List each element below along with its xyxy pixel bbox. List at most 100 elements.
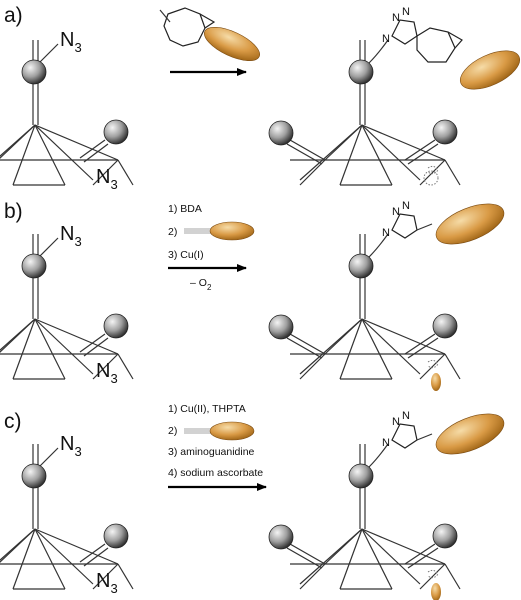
condition-step: 3) Cu(I): [168, 249, 204, 261]
cyclopropane-ring: [447, 31, 463, 49]
condition-step: 1) Cu(II), THPTA: [168, 403, 246, 415]
panel-label-0: a): [4, 4, 23, 27]
linker-bond: [368, 443, 389, 468]
condition-step: 2): [168, 425, 177, 437]
azide-label-top: N3: [60, 433, 82, 459]
double-bond: [404, 543, 436, 565]
right-sphere: [103, 523, 129, 549]
condition-step: 3) aminoguanidine: [168, 446, 255, 458]
condition-below-arrow: – O2: [190, 277, 212, 292]
azide-label-top: N3: [60, 29, 82, 55]
double-bond: [407, 337, 439, 359]
left-sphere: [268, 524, 294, 550]
right-sphere: [103, 119, 129, 145]
double-bond: [79, 543, 106, 563]
reagent-ellipsoid: [209, 221, 255, 241]
azide-bond: [39, 447, 59, 467]
reagent-ellipsoid: [204, 26, 260, 62]
triazole-bond: [416, 433, 433, 441]
double-bond: [83, 143, 109, 163]
top-sphere: [348, 253, 374, 279]
right-sphere: [103, 313, 129, 339]
triazole-n: N: [382, 33, 390, 45]
condition-step: 2): [168, 226, 177, 238]
cyclopropane-ring: [199, 13, 216, 29]
double-bond: [286, 143, 323, 165]
reaction-conditions-c: 1) Cu(II), THPTA 2) 3) aminoguanidine 4) so…: [168, 403, 267, 491]
left-sphere: [268, 314, 294, 340]
top-sphere: [21, 253, 47, 279]
triazole-n: N: [392, 416, 400, 428]
top-sphere: [348, 463, 374, 489]
cage-scaffold: [0, 443, 134, 590]
top-sphere: [21, 463, 47, 489]
triazole-bond: [416, 223, 433, 231]
cage-scaffold: [289, 443, 461, 590]
triazole-ring: [391, 213, 418, 239]
panel-label-1: b): [4, 200, 23, 223]
cage-scaffold: [289, 233, 461, 380]
reagent-cyclooctyne: [159, 7, 260, 62]
cyclooctyne-ring: [163, 7, 206, 47]
right-sphere: [432, 119, 458, 145]
double-bond: [286, 547, 323, 569]
triazole-ring: [391, 423, 418, 449]
double-bond: [289, 543, 326, 565]
double-bond: [289, 333, 326, 355]
condition-step: 1) BDA: [168, 203, 202, 215]
double-bond: [407, 547, 439, 569]
double-bond: [79, 139, 106, 159]
cyclooctane-ring: [416, 27, 456, 63]
double-bond: [286, 337, 323, 359]
right-sphere: [432, 313, 458, 339]
panel-label-2: c): [4, 410, 22, 433]
reaction-conditions-b: 1) BDA 2) 3) Cu(I) – O2: [168, 203, 255, 292]
dashed-fragment: [427, 165, 439, 175]
reagent-ellipsoid: [209, 421, 255, 441]
triazole-n: N: [402, 6, 410, 18]
triazole-n: N: [402, 200, 410, 212]
azide-label-bottom: N3: [96, 166, 118, 192]
azide-bond: [39, 237, 59, 257]
triazole-n: N: [382, 227, 390, 239]
partial-ellipsoid: [431, 583, 441, 600]
attached-ellipsoid: [460, 50, 520, 90]
double-bond: [407, 143, 439, 165]
top-sphere: [348, 59, 374, 85]
triazole-n: N: [402, 410, 410, 422]
dashed-fragment: [427, 569, 439, 579]
left-sphere: [268, 120, 294, 146]
triazole-ring: [391, 19, 418, 45]
condition-step: 4) sodium ascorbate: [168, 467, 263, 479]
alkyne-stub: [159, 9, 171, 23]
double-bond: [289, 139, 326, 161]
double-bond: [83, 337, 109, 357]
partial-ellipsoid: [431, 373, 441, 391]
azide-label-bottom: N3: [96, 360, 118, 386]
azide-label-top: N3: [60, 223, 82, 249]
linker-bond: [368, 233, 389, 258]
cage-scaffold: [0, 233, 134, 380]
top-sphere: [21, 59, 47, 85]
linker-bond: [368, 39, 389, 64]
triazole-n: N: [392, 12, 400, 24]
triazole-n: N: [382, 437, 390, 449]
azide-bond: [39, 43, 59, 63]
double-bond: [404, 139, 436, 161]
alkyne-reagent: [184, 421, 255, 441]
azide-label-bottom: N3: [96, 570, 118, 596]
attached-ellipsoid: [435, 203, 505, 245]
dashed-ring: [423, 170, 439, 186]
attached-ellipsoid: [435, 413, 505, 455]
dashed-fragment: [427, 359, 439, 369]
right-sphere: [432, 523, 458, 549]
cage-scaffold: [0, 39, 134, 186]
